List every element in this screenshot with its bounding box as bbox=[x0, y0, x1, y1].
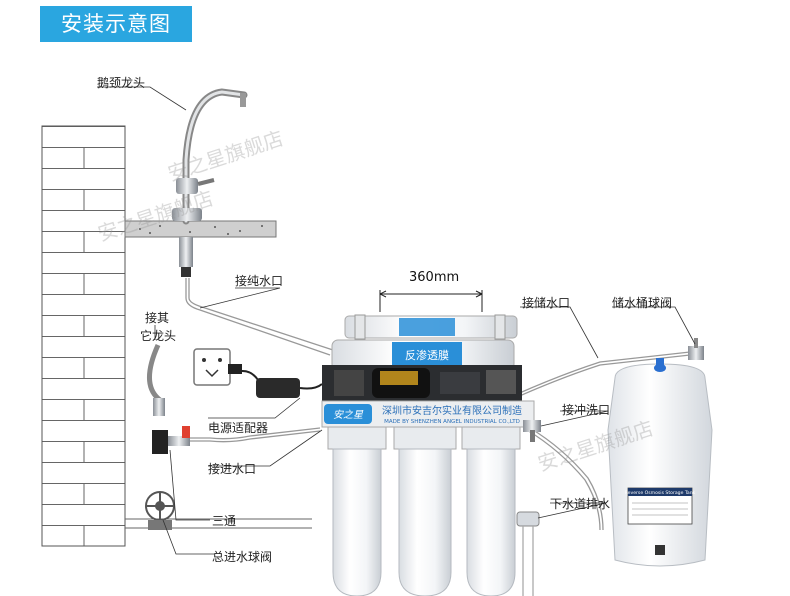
water-tubes bbox=[172, 278, 691, 531]
label-gooseneck-faucet: 鹅颈龙头 bbox=[97, 76, 146, 90]
power-adapter-icon bbox=[228, 364, 323, 398]
label-connect-other-1: 接其 bbox=[145, 311, 170, 325]
tee-valve-icon bbox=[152, 426, 190, 454]
filter-canister-3 bbox=[461, 426, 521, 596]
main-inlet-valve-icon bbox=[145, 491, 175, 530]
callout-lines bbox=[97, 86, 696, 555]
page-title: 安装示意图 bbox=[40, 6, 192, 42]
brand-plate: 安之星 深圳市安吉尔实业有限公司制造 MADE BY SHENZHEN ANGE… bbox=[321, 400, 535, 428]
tank-ball-valve-icon bbox=[688, 338, 704, 360]
dimension-line bbox=[379, 290, 483, 312]
label-flush-port: 接冲洗口 bbox=[562, 403, 611, 417]
flush-valve-icon bbox=[523, 420, 541, 442]
label-power-adapter: 电源适配器 bbox=[208, 421, 269, 435]
drain-saddle-icon bbox=[516, 511, 540, 596]
company-name-en: MADE BY SHENZHEN ANGEL INDUSTRIAL CO.,LT… bbox=[384, 419, 520, 425]
label-tank-valve: 储水桶球阀 bbox=[612, 296, 673, 310]
power-socket-icon bbox=[193, 348, 231, 386]
brick-wall bbox=[41, 125, 126, 547]
countertop bbox=[124, 220, 277, 238]
booster-pump bbox=[322, 365, 522, 403]
storage-tank: Reverse Osmosis Storage Tank bbox=[607, 358, 713, 567]
filter-canister-1 bbox=[327, 426, 387, 596]
company-name-cn: 深圳市安吉尔实业有限公司制造 bbox=[382, 404, 522, 417]
label-storage-port: 接储水口 bbox=[522, 296, 571, 310]
label-pure-water-port: 接纯水口 bbox=[235, 274, 284, 288]
ro-membrane-housing: 反渗透膜 bbox=[331, 314, 518, 371]
label-drain-port: 下水道排水 bbox=[550, 497, 611, 511]
dimension-label: 360mm bbox=[409, 270, 460, 285]
membrane-label: 反渗透膜 bbox=[405, 348, 449, 362]
braided-hose bbox=[147, 343, 165, 416]
label-main-inlet-valve: 总进水球阀 bbox=[212, 550, 273, 564]
gooseneck-faucet-icon bbox=[172, 88, 248, 277]
brand-logo: 安之星 bbox=[333, 409, 364, 421]
label-connect-other-2: 它龙头 bbox=[140, 329, 177, 343]
label-tee: 三通 bbox=[212, 514, 237, 528]
tank-label-title: Reverse Osmosis Storage Tank bbox=[625, 490, 696, 496]
label-inlet-port: 接进水口 bbox=[208, 462, 257, 476]
filter-canister-2 bbox=[393, 426, 457, 596]
